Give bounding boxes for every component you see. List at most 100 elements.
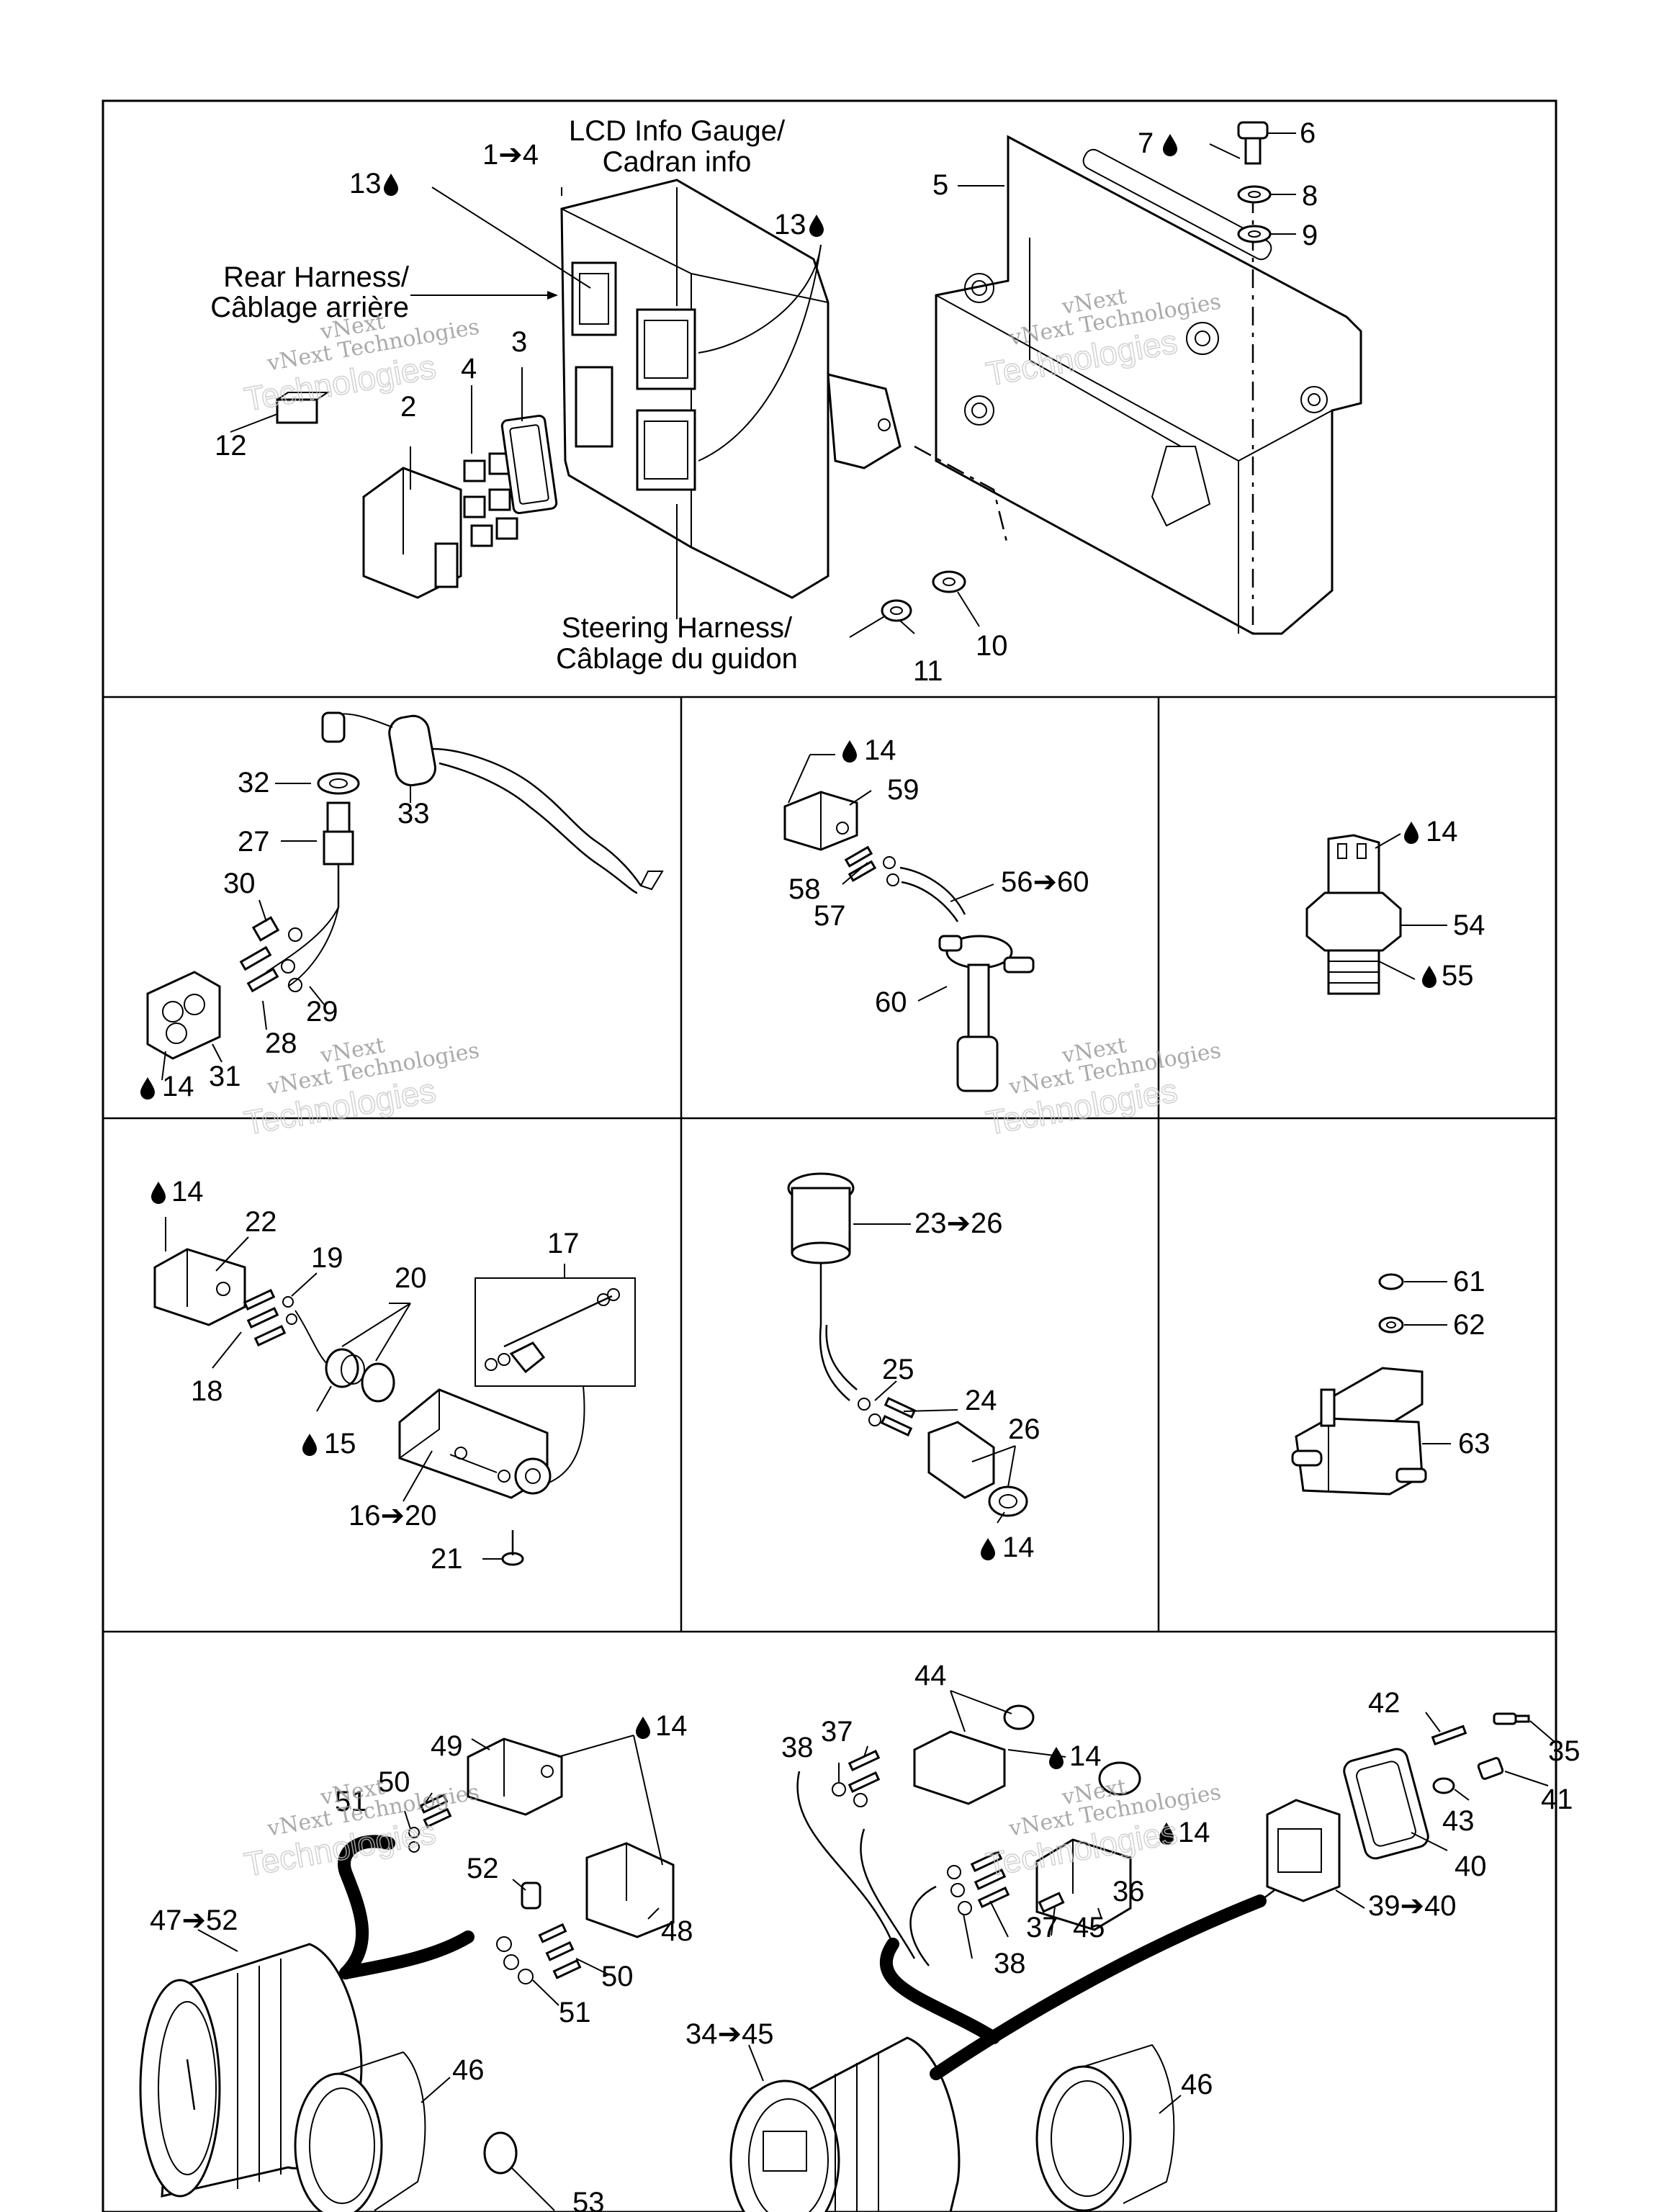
- callout-35: 35: [1548, 1735, 1581, 1767]
- callout-50a: 50: [378, 1766, 410, 1798]
- washer-9: [1237, 225, 1272, 243]
- callout-34-45: 34➔45: [685, 2018, 774, 2050]
- callout-54: 54: [1453, 909, 1485, 941]
- nut-11: [881, 599, 912, 622]
- washer-8: [1237, 185, 1272, 204]
- callout-40: 40: [1455, 1851, 1487, 1882]
- drop-icon: [1163, 134, 1177, 156]
- callout-42: 42: [1368, 1687, 1401, 1719]
- connector-59: [783, 791, 858, 851]
- panel-valve: 61 62 63: [1291, 1266, 1491, 1496]
- ecu-module: [560, 179, 902, 599]
- callout-44: 44: [914, 1660, 947, 1691]
- callout-41: 41: [1541, 1784, 1573, 1815]
- callout-51a: 51: [335, 1786, 367, 1817]
- callout-58: 58: [788, 873, 821, 905]
- callout-13b: 13: [774, 209, 806, 240]
- callout-52a: 52: [467, 1853, 499, 1884]
- callout-45: 45: [1073, 1912, 1105, 1943]
- connector-48: [585, 1842, 675, 1938]
- terminals-19: [243, 1289, 297, 1346]
- callout-51b: 51: [559, 1997, 591, 2028]
- callout-38a: 38: [781, 1732, 814, 1763]
- panel-info-gauge: 44 38 37 14 14 42 35 43 41 40 36 37 45 3…: [685, 1660, 1581, 2212]
- sender-23: [787, 1172, 858, 1401]
- connector-49: [467, 1737, 563, 1816]
- callout-22: 22: [245, 1206, 277, 1238]
- callout-36: 36: [1112, 1876, 1145, 1907]
- callout-55: 55: [1442, 960, 1474, 992]
- callout-43: 43: [1442, 1805, 1475, 1837]
- callout-30: 30: [223, 868, 256, 899]
- callout-20: 20: [395, 1262, 427, 1294]
- terminal-42: [1431, 1725, 1467, 1746]
- tie-53: [483, 2131, 548, 2204]
- washer-10: [932, 570, 966, 593]
- rear-harness-label-fr: Câblage arrière: [210, 292, 409, 323]
- callout-8: 8: [1302, 180, 1318, 212]
- callout-38b: 38: [994, 1948, 1026, 1979]
- rear-harness-label: Rear Harness/: [223, 261, 410, 293]
- callout-7: 7: [1138, 127, 1154, 159]
- callout-56-60: 56➔60: [1001, 866, 1089, 898]
- terminals-50: [408, 1793, 452, 1853]
- drop-icon: [636, 1717, 650, 1739]
- drop-icon: [1404, 822, 1419, 844]
- bolt: [1237, 121, 1269, 165]
- connector-39: [1266, 1799, 1341, 1902]
- callout-60: 60: [875, 986, 907, 1018]
- plug-52: [521, 1881, 541, 1910]
- washer-61: [1378, 1273, 1404, 1290]
- ring-46b: [1035, 2044, 1175, 2212]
- seal-40: [1343, 1748, 1429, 1860]
- mounting-bracket: [935, 135, 1362, 635]
- callout-1-4: 1➔4: [482, 139, 539, 171]
- callout-14: 14: [171, 1176, 204, 1208]
- callout-53: 53: [572, 2187, 605, 2212]
- callout-12: 12: [215, 430, 247, 462]
- drop-icon: [384, 174, 398, 196]
- connector-44: [913, 1704, 1141, 1805]
- ring-46: [294, 2051, 426, 2212]
- callout-19: 19: [311, 1242, 343, 1274]
- callout-21: 21: [431, 1543, 463, 1575]
- callout-26: 26: [1008, 1413, 1040, 1445]
- callout-50b: 50: [601, 1961, 634, 1992]
- small-fuse: [276, 392, 331, 424]
- callout-48: 48: [661, 1915, 693, 1947]
- callout-18: 18: [191, 1375, 223, 1407]
- temp-sensor: [1305, 834, 1402, 995]
- callout-14a: 14: [1069, 1740, 1102, 1772]
- panel-grid: [102, 99, 1557, 2212]
- callout-4: 4: [461, 353, 477, 385]
- terminals: [239, 916, 302, 993]
- callout-14b: 14: [1178, 1817, 1210, 1848]
- drop-icon: [981, 1538, 995, 1560]
- kit-17-box: [475, 1277, 636, 1484]
- terminals-37: [832, 1750, 1010, 1908]
- callout-3: 3: [511, 326, 527, 358]
- callout-9: 9: [1302, 220, 1318, 251]
- callout-2: 2: [400, 391, 416, 423]
- drop-icon: [1049, 1747, 1064, 1769]
- connector-22: [153, 1248, 246, 1326]
- callout-24: 24: [965, 1385, 997, 1416]
- fuse-set: [463, 452, 518, 547]
- panel-lanyard-switch: 32 33 27 30 29 28 31 14: [140, 711, 664, 1102]
- lcd-gauge-label-fr: Cadran info: [603, 146, 752, 178]
- terminals-51: [496, 1923, 582, 1984]
- panel-temp-sensor: 14 54 55: [1305, 816, 1485, 995]
- washer-62: [1378, 1316, 1404, 1334]
- drop-icon: [302, 1434, 317, 1456]
- pin-35: [1493, 1712, 1530, 1725]
- callout-37b: 37: [1026, 1912, 1058, 1943]
- drop-icon: [842, 740, 857, 763]
- panel-speed-sensor: 14 22 19 20 17 18 15 16➔20 21: [151, 1176, 636, 1575]
- panel-level-sensor: 14 59 58 57 56➔60 60: [783, 734, 1089, 1092]
- connector-31: [146, 971, 221, 1060]
- callout-57: 57: [814, 900, 846, 932]
- callout-28: 28: [265, 1028, 297, 1059]
- steering-harness-label: Steering Harness/: [562, 612, 793, 644]
- callout-13a: 13: [349, 168, 382, 199]
